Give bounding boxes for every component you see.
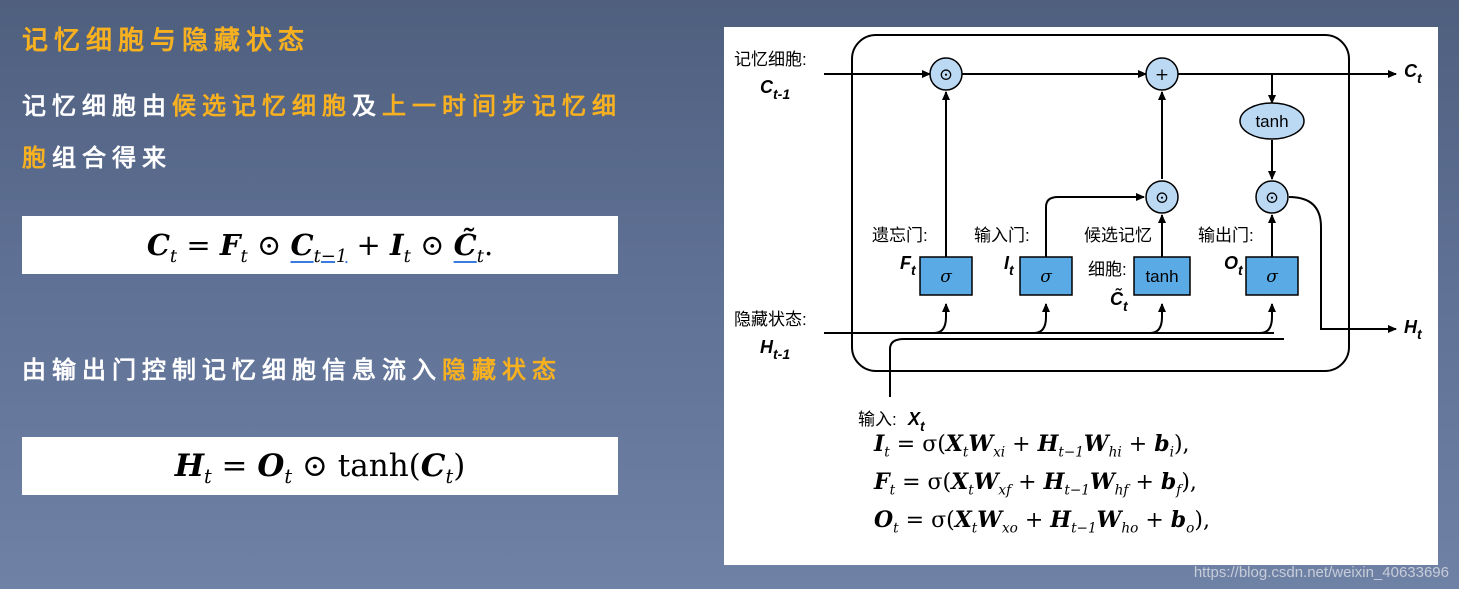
- lstm-diagram: ⊙ + ⊙ ⊙ tanh σ σ tanh σ 记忆细胞: Ct-1 隐藏状态:…: [734, 34, 1423, 434]
- formula-input-gate: It = σ(XtWxi + Ht−1Whi + bi),: [874, 431, 1190, 461]
- c-tilde-label: C̃t: [1110, 287, 1129, 314]
- o-label: Ot: [1224, 253, 1244, 278]
- forget-gate-box: [919, 256, 973, 296]
- formula-output-gate: Ot = σ(XtWxo + Ht−1Who + bo),: [874, 507, 1210, 537]
- wire-h-out: [1288, 196, 1397, 333]
- odot-input-icon: [1145, 180, 1179, 214]
- input-gate-box: [1019, 256, 1073, 296]
- plus-symbol: +: [1155, 65, 1169, 85]
- odot-forget-icon: [929, 57, 963, 91]
- output-gate-box: [1245, 256, 1299, 296]
- formula-forget-gate: Ft = σ(XtWxf + Ht−1Whf + bf),: [874, 469, 1197, 499]
- odot-output-icon: [1255, 180, 1289, 214]
- equation-cell-update: Ct = Ft ⊙ Ct−1 + It ⊙ C̃t.: [22, 216, 618, 274]
- paragraph-memory-cell: 记忆细胞由候选记忆细胞及上一时间步记忆细胞组合得来: [22, 80, 642, 184]
- cell-boundary: [851, 34, 1350, 372]
- highlight-text: 候选记忆细胞: [172, 92, 352, 120]
- c-out-label: Ct: [1404, 61, 1423, 86]
- odot-symbol: ⊙: [1265, 188, 1279, 208]
- equation-hidden-state: Ht = Ot ⊙ tanh(Ct): [22, 437, 618, 495]
- sigma-label: σ: [1266, 267, 1278, 287]
- highlight-text: 上一时间步记忆细胞: [22, 92, 622, 172]
- c-prev-label: Ct-1: [760, 77, 790, 102]
- highlight-text: 隐藏状态: [442, 356, 562, 384]
- sigma-label: σ: [940, 267, 952, 287]
- tanh-op-icon: [1239, 102, 1305, 140]
- memory-cell-label: 记忆细胞:: [734, 50, 807, 69]
- candidate-box: [1133, 256, 1191, 296]
- forget-gate-label: 遗忘门:: [872, 226, 928, 245]
- f-label: Ft: [900, 253, 917, 278]
- tanh-op-label: tanh: [1255, 112, 1288, 131]
- text: 及: [352, 92, 382, 120]
- odot-symbol: ⊙: [1155, 188, 1169, 208]
- wire-x-in: [889, 338, 1284, 397]
- text: 由输出门控制记忆细胞信息流入: [22, 356, 442, 384]
- h-prev-label: Ht-1: [760, 337, 790, 362]
- slide-title: 记忆细胞与隐藏状态: [22, 26, 311, 56]
- sigma-label: σ: [1040, 267, 1052, 287]
- lstm-diagram-panel: ⊙ + ⊙ ⊙ tanh σ σ tanh σ 记忆细胞: Ct-1 隐藏状态:…: [724, 27, 1438, 565]
- i-label: It: [1004, 253, 1015, 278]
- wire-to-forget: [933, 303, 950, 334]
- wire-to-cand: [1149, 303, 1166, 334]
- candidate-label-1: 候选记忆: [1084, 226, 1152, 245]
- wire-input-to-odot: [1045, 193, 1145, 257]
- wire-to-output: [1259, 303, 1276, 334]
- text: 组合得来: [52, 144, 172, 172]
- watermark: https://blog.csdn.net/weixin_40633696: [1193, 564, 1449, 581]
- paragraph-hidden-state: 由输出门控制记忆细胞信息流入隐藏状态: [22, 344, 642, 396]
- tanh-label: tanh: [1145, 267, 1178, 286]
- wire-c-to-tanh: [1254, 73, 1276, 104]
- output-gate-label: 输出门:: [1198, 226, 1254, 245]
- odot-symbol: ⊙: [939, 65, 953, 85]
- x-label: Xt: [907, 409, 926, 434]
- input-gate-label: 输入门:: [974, 226, 1030, 245]
- text: 记忆细胞由: [22, 92, 172, 120]
- plus-icon: [1145, 57, 1179, 91]
- input-label: 输入:: [858, 410, 897, 429]
- h-out-label: Ht: [1404, 317, 1423, 342]
- hidden-state-label: 隐藏状态:: [734, 310, 807, 329]
- candidate-label-2: 细胞:: [1088, 260, 1127, 279]
- wire-to-input: [1033, 303, 1050, 334]
